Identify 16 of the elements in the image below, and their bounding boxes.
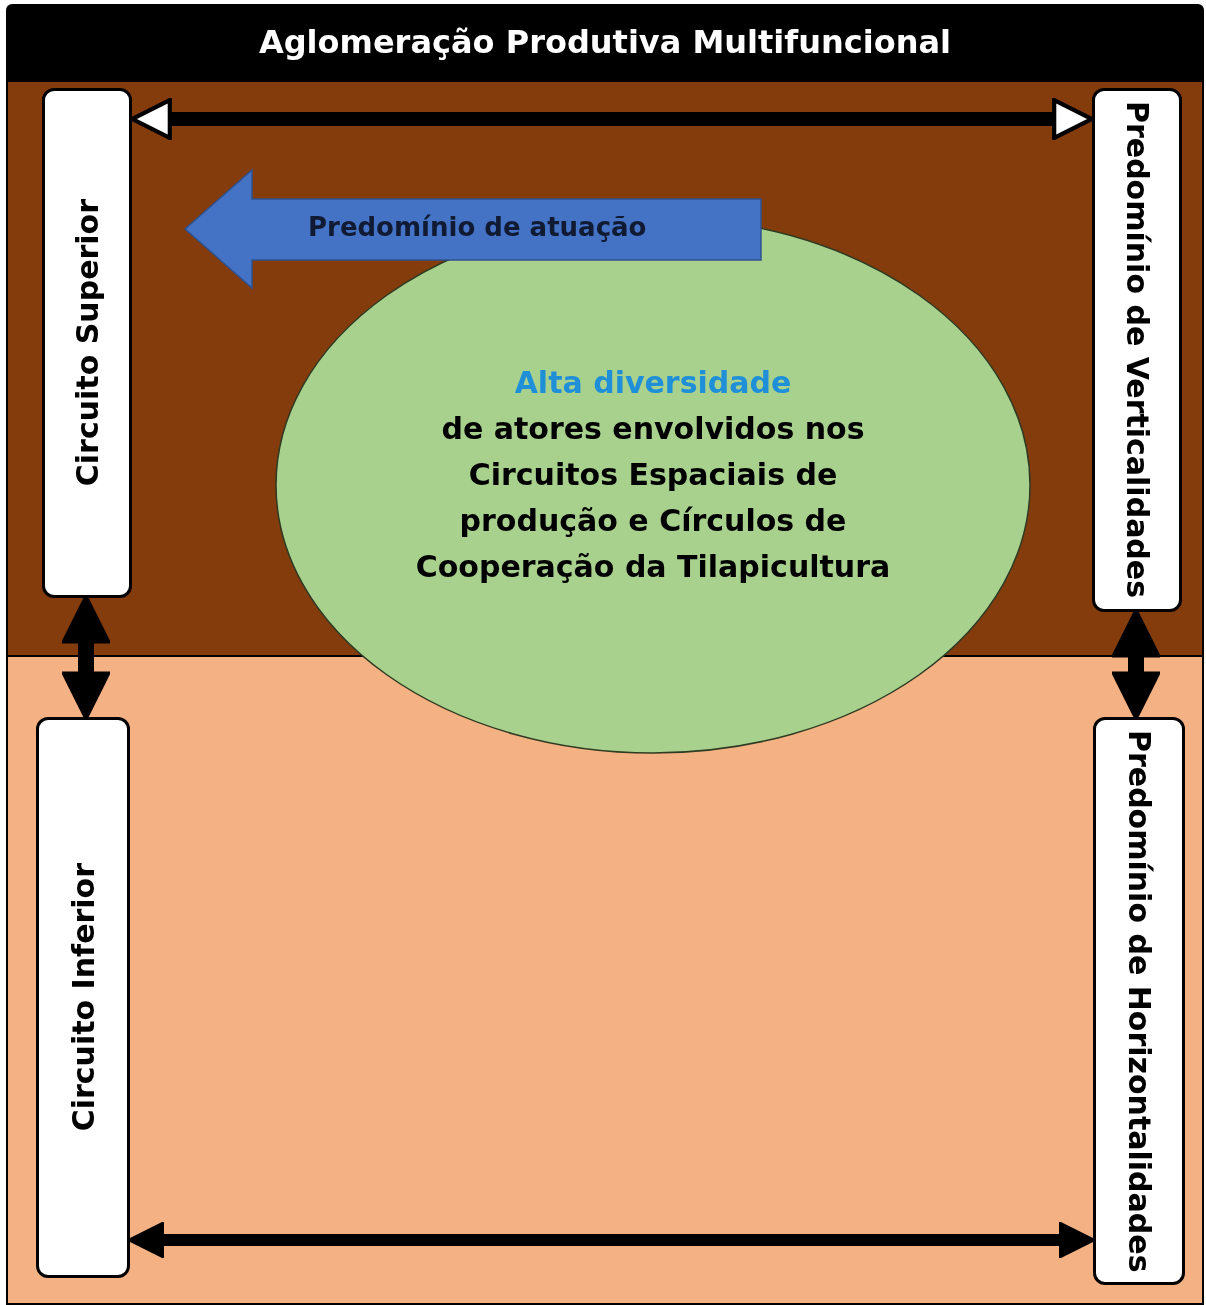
rounded-box xyxy=(1092,88,1182,612)
box-label: Predomínio de Horizontalidades xyxy=(1121,729,1157,1273)
box-label: Circuito Inferior xyxy=(65,863,101,1132)
diagram-title: Aglomeração Produtiva Multifuncional xyxy=(258,23,952,61)
ellipse-text: de atores envolvidos nos Circuitos Espaciais de produção e Círculos de Cooperação da Tilapicultura xyxy=(414,410,892,586)
double-arrow xyxy=(62,595,110,720)
box-label: Predomínio de Verticalidades xyxy=(1119,101,1155,599)
arrow-label: Predomínio de atuação xyxy=(308,212,647,242)
rounded-box xyxy=(36,717,130,1278)
double-arrow xyxy=(1112,609,1160,720)
rounded-box xyxy=(1093,717,1185,1285)
rounded-box xyxy=(42,88,132,598)
double-arrow xyxy=(128,1222,1095,1258)
ellipse-heading: Alta diversidade xyxy=(513,364,793,402)
box-label: Circuito Superior xyxy=(69,199,105,487)
double-arrow xyxy=(129,98,1095,140)
